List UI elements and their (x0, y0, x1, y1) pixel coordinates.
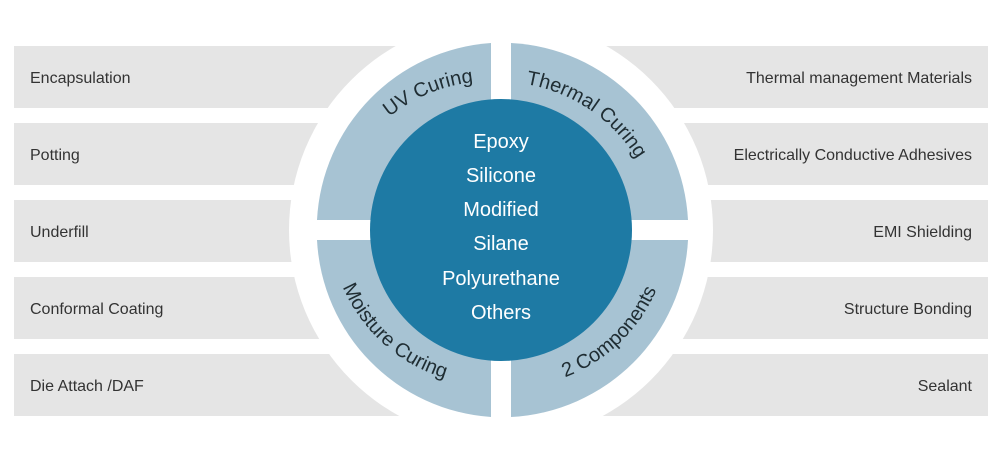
left-item-label: Die Attach /DAF (30, 378, 144, 395)
right-item-label: Thermal management Materials (746, 70, 972, 87)
right-item-label: EMI Shielding (873, 224, 972, 241)
center-list: Epoxy Silicone Modified Silane Polyureth… (442, 131, 560, 324)
center-item: Modified (463, 199, 539, 221)
center-item: Silicone (466, 165, 536, 187)
center-item: Polyurethane (442, 268, 560, 290)
center-item: Silane (473, 233, 529, 255)
center-item: Epoxy (473, 131, 529, 153)
right-item-label: Sealant (918, 378, 973, 395)
right-item-label: Structure Bonding (844, 301, 972, 318)
center-circle (370, 99, 632, 361)
right-item-label: Electrically Conductive Adhesives (734, 147, 972, 164)
center-item: Others (471, 302, 531, 324)
left-item-label: Encapsulation (30, 70, 131, 87)
left-labels: Encapsulation Potting Underfill Conforma… (30, 70, 163, 395)
left-item-label: Potting (30, 147, 80, 164)
left-item-label: Conformal Coating (30, 301, 163, 318)
right-labels: Thermal management Materials Electricall… (734, 70, 973, 395)
left-item-label: Underfill (30, 224, 89, 241)
